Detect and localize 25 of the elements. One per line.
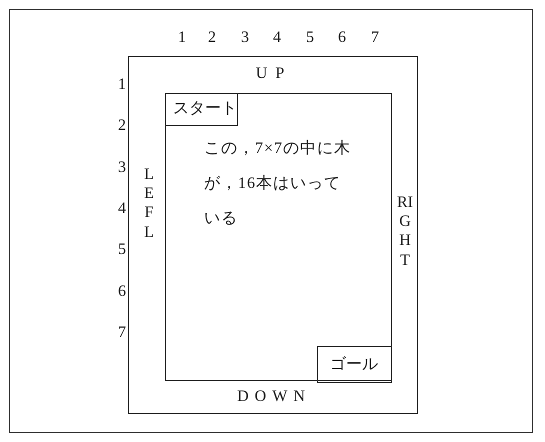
goal-label: ゴール	[330, 357, 378, 373]
grid-area	[165, 93, 392, 381]
right-label: RIGHT	[397, 193, 413, 270]
row-number: 6	[118, 284, 126, 300]
note-text: この，7×7の中に木が，16本はいっている	[204, 138, 352, 229]
goal-cell	[317, 346, 392, 383]
row-number: 1	[118, 77, 126, 93]
column-number: 4	[273, 30, 281, 46]
row-number: 3	[118, 160, 126, 176]
up-label: UP	[256, 66, 292, 82]
row-number: 7	[118, 325, 126, 341]
outer-frame	[128, 56, 418, 414]
column-number: 3	[241, 30, 249, 46]
column-number: 7	[371, 30, 379, 46]
column-number: 6	[338, 30, 346, 46]
down-label: DOWN	[237, 389, 311, 405]
row-number: 2	[118, 118, 126, 134]
left-label: LEFL	[143, 165, 155, 242]
row-number: 5	[118, 242, 126, 258]
column-number: 2	[208, 30, 216, 46]
start-label: スタート	[173, 101, 237, 117]
start-cell	[165, 93, 238, 126]
column-number: 5	[306, 30, 314, 46]
row-number: 4	[118, 201, 126, 217]
column-number: 1	[178, 30, 186, 46]
